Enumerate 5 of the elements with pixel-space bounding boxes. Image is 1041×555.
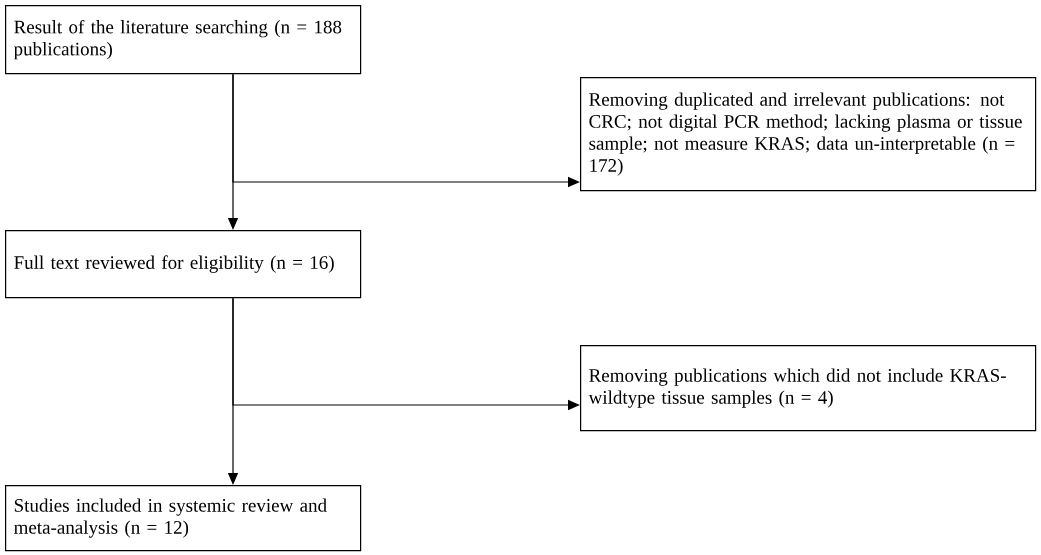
process-box: Removing duplicated and irrelevant publications: not CRC; not digital PCR method; lacking plasma or tissue sample; not measure KRAS; data un-interpretable (n = 172): [580, 77, 1037, 192]
process-box: Result of the literature searching (n = 188 publications): [5, 5, 362, 75]
process-box: Removing publications which did not include KRAS-wildtype tissue samples (n = 4): [580, 345, 1037, 432]
process-box: Studies included in systemic review and meta-analysis (n = 12): [5, 485, 362, 552]
process-box: Full text reviewed for eligibility (n = 16): [5, 230, 362, 299]
